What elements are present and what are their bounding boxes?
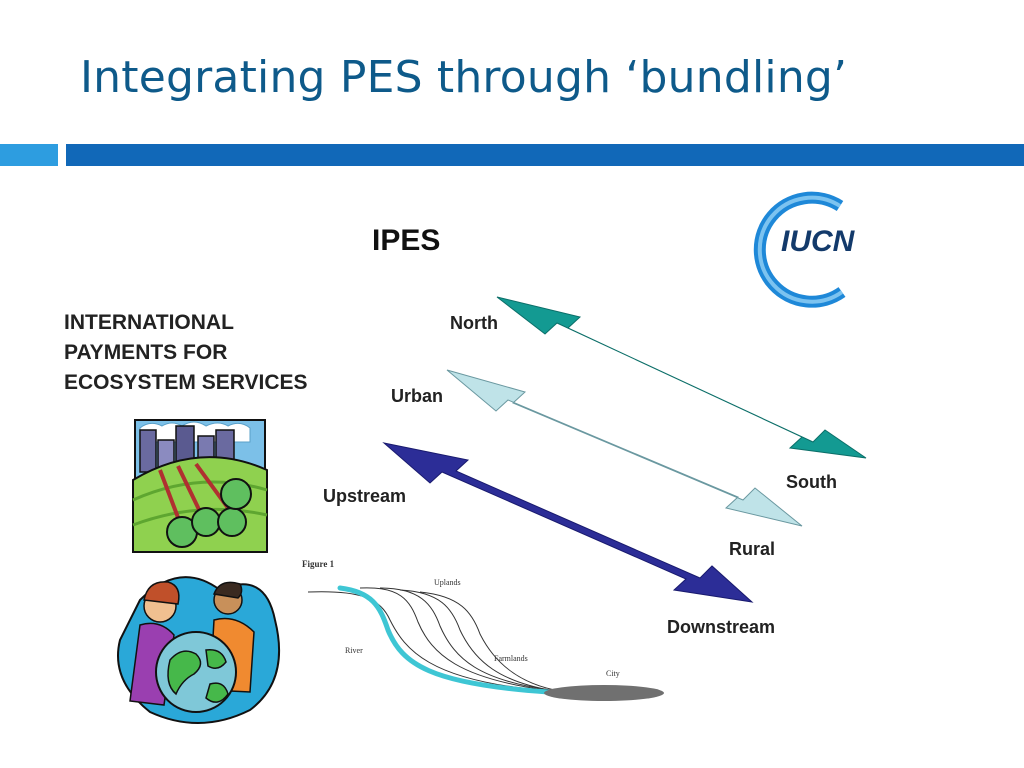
label-urban: Urban bbox=[391, 386, 444, 406]
figure-caption: Figure 1 bbox=[302, 559, 335, 569]
figure-label-farmlands: Farmlands bbox=[494, 654, 528, 663]
label-downstream: Downstream bbox=[667, 617, 776, 637]
upstream-downstream-arrow bbox=[382, 442, 754, 603]
urban-rural-arrow bbox=[446, 369, 803, 527]
north-south-arrow bbox=[496, 296, 867, 459]
title-accent-bar-left bbox=[0, 144, 58, 166]
label-south: South bbox=[786, 472, 837, 492]
iucn-logo bbox=[730, 180, 878, 320]
slide-title: Integrating PES through ‘bundling’ bbox=[80, 52, 848, 103]
ipes-heading: IPES bbox=[372, 224, 441, 257]
figure-label-river: River bbox=[345, 646, 363, 655]
figure-label-uplands: Uplands bbox=[434, 578, 461, 587]
ipes-definition-line: INTERNATIONAL bbox=[64, 311, 234, 334]
label-rural: Rural bbox=[729, 539, 776, 559]
ipes-definition: INTERNATIONAL PAYMENTS FOR ECOSYSTEM SER… bbox=[64, 308, 384, 398]
label-north: North bbox=[450, 313, 498, 333]
ipes-definition-line: ECOSYSTEM SERVICES bbox=[64, 371, 308, 394]
iucn-ring-icon bbox=[753, 191, 846, 308]
title-accent-bar bbox=[66, 144, 1024, 166]
ipes-definition-line: PAYMENTS FOR bbox=[64, 341, 228, 364]
iucn-logo-text: IUCN bbox=[781, 225, 855, 258]
label-upstream: Upstream bbox=[323, 486, 407, 506]
figure-label-city: City bbox=[606, 669, 620, 678]
